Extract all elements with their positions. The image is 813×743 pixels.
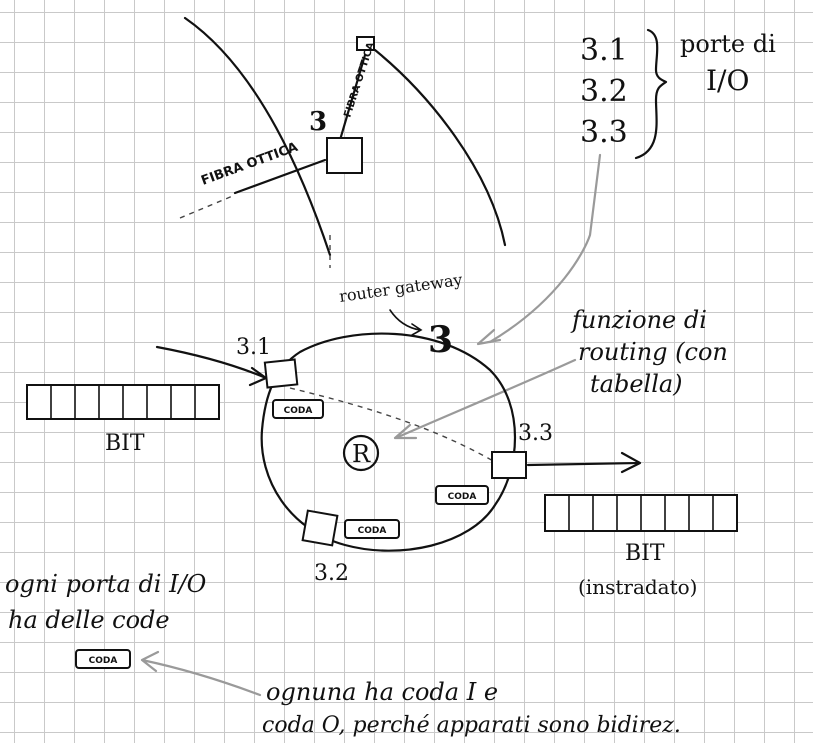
bit-right-sub-label: (instradato) [578, 575, 697, 599]
ognuna-line2: coda O, perché apparati sono bidirez. [262, 713, 681, 738]
queue-label: CODA [284, 406, 313, 416]
queue-badge [344, 519, 400, 539]
router-symbol: R [352, 440, 371, 468]
routing-pointer-arrow [396, 358, 577, 439]
queue-label: CODA [448, 492, 477, 502]
fiber-label-left: FIBRA OTTICA [199, 140, 300, 189]
bit-left-label: BIT [105, 431, 145, 456]
port-3-2-box [301, 509, 339, 547]
queue-port-3-1: CODA [272, 399, 324, 419]
queue-label: CODA [358, 526, 387, 536]
port-list-annotation: 3.1 3.2 3.3 porte di I/O [476, 28, 776, 346]
porte-io-label-line2: I/O [706, 64, 749, 97]
router-gateway-label-group: router gateway 3 [338, 270, 464, 361]
ogni-porta-line2: ha delle code [8, 606, 170, 634]
port-3-3-box [491, 451, 527, 479]
port-list-item-1: 3.1 [580, 33, 628, 68]
queue-port-3-2: CODA [344, 519, 400, 539]
fiber-label-vertical: FIBRA OTTICA [342, 41, 377, 119]
port-list-item-2: 3.2 [580, 74, 628, 109]
queue-explanation-arrow [140, 650, 262, 697]
port-list-pointer-arrow [488, 153, 602, 344]
funzione-line3: tabella) [590, 370, 683, 398]
port-list-item-3: 3.3 [580, 115, 628, 150]
ogni-porta-line1: ogni porta di I/O [5, 570, 207, 598]
port-3-2-label: 3.2 [314, 561, 349, 586]
routing-pointer-arrowhead [393, 423, 418, 440]
queue-badge [75, 649, 131, 669]
funzione-line2: routing (con [578, 338, 728, 366]
funzione-line1: funzione di [570, 306, 707, 334]
fiber-link-curve-left [183, 16, 332, 257]
outgoing-arrow [526, 451, 642, 474]
porte-io-label-line1: porte di [680, 30, 776, 58]
fiber-link-left [233, 158, 327, 195]
queue-example: CODA [75, 649, 131, 669]
routing-function-annotation: funzione di routing (con tabella) [393, 306, 728, 440]
remote-node-box [356, 36, 375, 51]
bit-register-left [26, 384, 220, 420]
bit-right-label: BIT [625, 541, 665, 566]
router-gateway: R 3.1 3.3 3.2 CODA CODA CODA [236, 332, 553, 586]
fiber-link-curve-right [373, 48, 507, 247]
port-3-1-box [263, 358, 299, 389]
bit-register-right [544, 494, 738, 532]
curly-brace [634, 28, 668, 160]
outgoing-bits: BIT (instradato) [526, 451, 738, 599]
router-outline [260, 332, 516, 552]
fiber-link-vertical [338, 53, 367, 142]
router-symbol-circle [342, 434, 380, 472]
queue-badge [272, 399, 324, 419]
port-list-pointer-arrowhead [476, 328, 502, 346]
bottom-notes: ogni porta di I/O ha delle code CODA ogn… [5, 570, 681, 738]
incoming-bits: BIT [26, 345, 268, 456]
internal-route-dashed [289, 387, 496, 463]
port-3-1-label: 3.1 [236, 335, 271, 360]
node-number-top: 3 [309, 107, 327, 137]
queue-port-3-3: CODA [435, 485, 489, 505]
fiber-link-dashed [179, 194, 236, 219]
queue-badge [435, 485, 489, 505]
router-gateway-label: router gateway [338, 270, 464, 306]
queue-label: CODA [89, 656, 118, 666]
ognuna-line1: ognuna ha coda I e [266, 678, 498, 706]
router-gateway-arrow [389, 309, 423, 336]
router-3-small-box [326, 137, 363, 174]
incoming-arrow [155, 345, 268, 387]
network-sketch: 3 FIBRA OTTICA FIBRA OTTICA [179, 16, 507, 268]
port-3-3-label: 3.3 [518, 421, 553, 446]
